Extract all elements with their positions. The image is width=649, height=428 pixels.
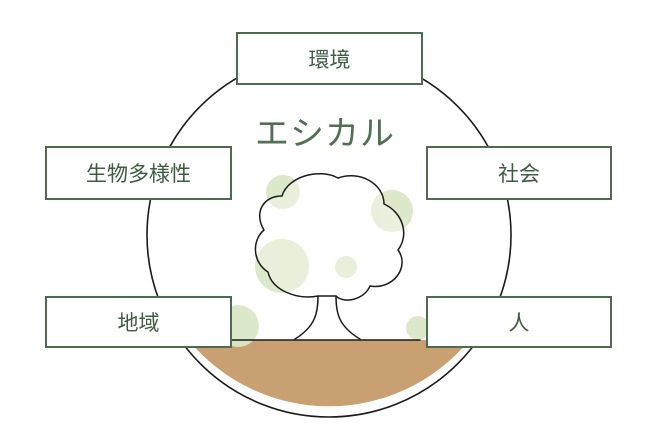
label-region: 地域: [45, 296, 232, 348]
label-people: 人: [426, 296, 612, 348]
tree-icon: [229, 173, 421, 341]
ground-icon: [188, 340, 470, 407]
center-title: エシカル: [255, 113, 395, 154]
label-biodiversity: 生物多様性: [45, 146, 232, 200]
label-society: 社会: [426, 146, 612, 200]
label-environment: 環境: [236, 32, 423, 85]
